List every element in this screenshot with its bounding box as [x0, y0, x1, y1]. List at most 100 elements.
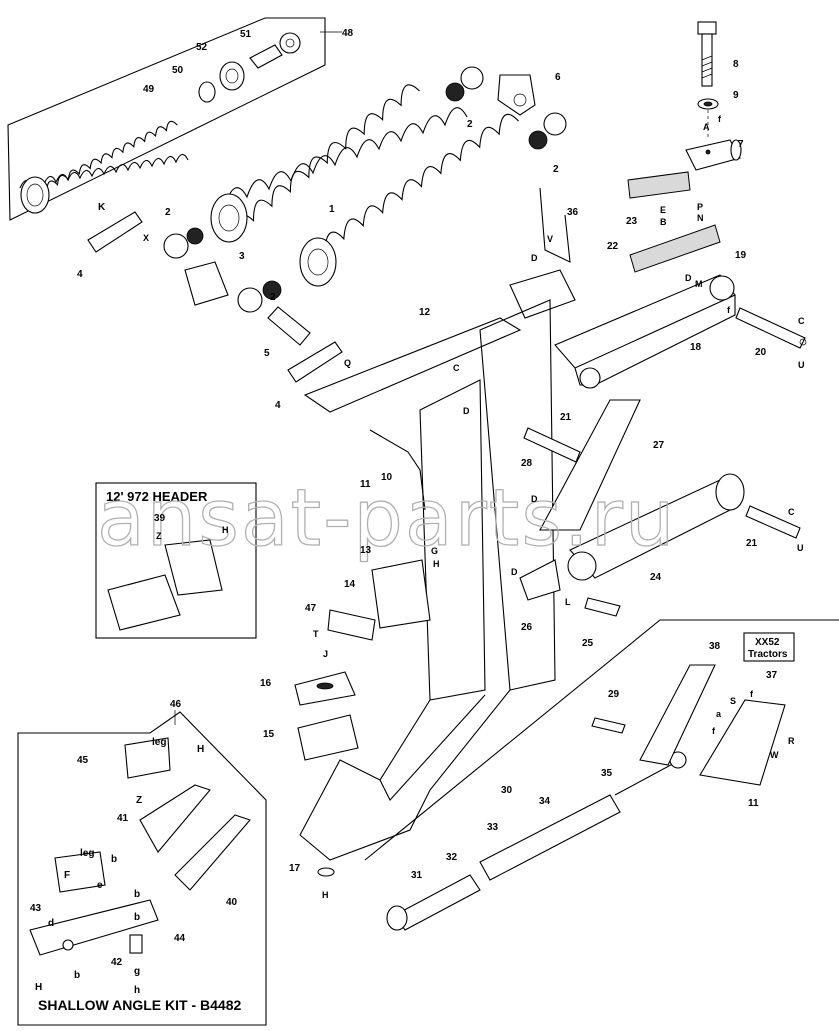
- callout-37: 37: [766, 670, 778, 681]
- callout-H1: H: [433, 559, 440, 569]
- plate-4-lower: [287, 341, 343, 383]
- callout-L: L: [565, 597, 571, 607]
- callout-4b: 4: [275, 400, 281, 411]
- callout-51: 51: [240, 29, 252, 40]
- plate-14: [327, 609, 376, 641]
- callout-f3: f: [750, 689, 754, 699]
- watermark: ansat-parts.ru: [97, 474, 676, 564]
- callout-Z1: Z: [156, 531, 162, 541]
- callout-2c: 2: [165, 207, 171, 218]
- pin-20: [735, 307, 806, 349]
- callout-T: T: [313, 629, 319, 639]
- callout-35: 35: [601, 768, 613, 779]
- callout-labels: 51 52 50 49 8 9 A f 7 6 2 2 2 2 1 K X 4 …: [30, 29, 805, 996]
- xx52-line2: Tractors: [748, 649, 788, 660]
- callout-7: 7: [738, 139, 744, 150]
- callout-C2: C: [453, 363, 460, 373]
- callout-B: B: [660, 217, 667, 227]
- arm-18: [554, 274, 736, 389]
- callout-b2: b: [134, 889, 140, 900]
- callout-b4: b: [74, 970, 80, 981]
- spring-kit-label: 48: [342, 28, 354, 39]
- callout-S: S: [730, 696, 736, 706]
- bracket-6: [497, 74, 536, 116]
- callout-10: 10: [381, 472, 393, 483]
- callout-f1: f: [718, 114, 722, 124]
- eyebolt-51-eye: [279, 32, 301, 54]
- nut-50: [198, 81, 216, 103]
- callout-36: 36: [567, 207, 579, 218]
- callout-H5: H: [35, 982, 42, 993]
- callout-40: 40: [226, 897, 238, 908]
- callout-2a: 2: [467, 119, 473, 130]
- callout-45: 45: [77, 755, 89, 766]
- callout-22: 22: [607, 241, 619, 252]
- callout-13: 13: [360, 545, 372, 556]
- cylinder-24: [519, 473, 745, 601]
- callout-20: 20: [755, 347, 767, 358]
- callout-6: 6: [555, 72, 561, 83]
- callout-29: 29: [608, 689, 620, 700]
- callout-19: 19: [735, 250, 747, 261]
- shallow-kit-title: SHALLOW ANGLE KIT - B4482: [38, 997, 241, 1013]
- callout-4a: 4: [77, 269, 83, 280]
- callout-9: 9: [733, 90, 739, 101]
- callout-15: 15: [263, 729, 275, 740]
- callout-R: R: [788, 736, 795, 746]
- callout-32: 32: [446, 852, 458, 863]
- callout-A: A: [703, 122, 710, 132]
- callout-f2: f: [727, 305, 731, 315]
- callout-21b: 21: [746, 538, 758, 549]
- callout-g: g: [134, 966, 140, 977]
- callout-39: 39: [154, 513, 166, 524]
- washer-52: [219, 61, 245, 91]
- callout-50: 50: [172, 65, 184, 76]
- callout-2b: 2: [553, 164, 559, 175]
- callout-18: 18: [690, 342, 702, 353]
- callout-43: 43: [30, 903, 42, 914]
- callout-D5: D: [511, 567, 518, 577]
- header-972-title: 12' 972 HEADER: [106, 489, 208, 504]
- pin-21-right: [745, 505, 801, 539]
- callout-47: 47: [305, 603, 317, 614]
- callout-12: 12: [419, 307, 431, 318]
- callout-E: E: [660, 205, 666, 215]
- callout-J: J: [323, 649, 328, 659]
- callout-2d: 2: [270, 292, 276, 303]
- callout-leg1: leg: [152, 737, 166, 748]
- callout-F: F: [64, 870, 70, 881]
- callout-26: 26: [521, 622, 533, 633]
- pad-23: [627, 171, 691, 199]
- plate-4-upper: [87, 211, 143, 253]
- callout-Z2: Z: [136, 795, 142, 806]
- callout-33: 33: [487, 822, 499, 833]
- link-27: [539, 399, 641, 531]
- callout-leg2: leg: [80, 848, 94, 859]
- callout-34: 34: [539, 796, 551, 807]
- spring-kit-inset: 48: [7, 17, 354, 221]
- callout-b1: b: [111, 854, 117, 865]
- block-15: [297, 714, 359, 761]
- callout-H4: H: [197, 744, 204, 755]
- xx52-line1: XX52: [755, 637, 780, 648]
- callout-U2: U: [797, 543, 804, 553]
- callout-b3: b: [134, 912, 140, 923]
- callout-38: 38: [709, 641, 721, 652]
- callout-28: 28: [521, 458, 533, 469]
- callout-24: 24: [650, 572, 662, 583]
- top-link-assembly: [364, 619, 839, 931]
- callout-21a: 21: [560, 412, 572, 423]
- callout-K: K: [98, 202, 106, 213]
- pin-10: [369, 429, 426, 511]
- bracket-36: [539, 187, 571, 263]
- shallow-angle-kit-inset: 46 SHALLOW ANGLE KIT - B4482: [17, 699, 267, 1026]
- callout-16: 16: [260, 678, 272, 689]
- callout-C3: C: [788, 507, 795, 517]
- header-972-inset: 12' 972 HEADER: [95, 482, 257, 639]
- callout-h: h: [134, 985, 140, 996]
- callout-D1: D: [531, 253, 538, 263]
- tube-5: [267, 306, 311, 346]
- pad-22: [629, 224, 721, 273]
- callout-30: 30: [501, 785, 513, 796]
